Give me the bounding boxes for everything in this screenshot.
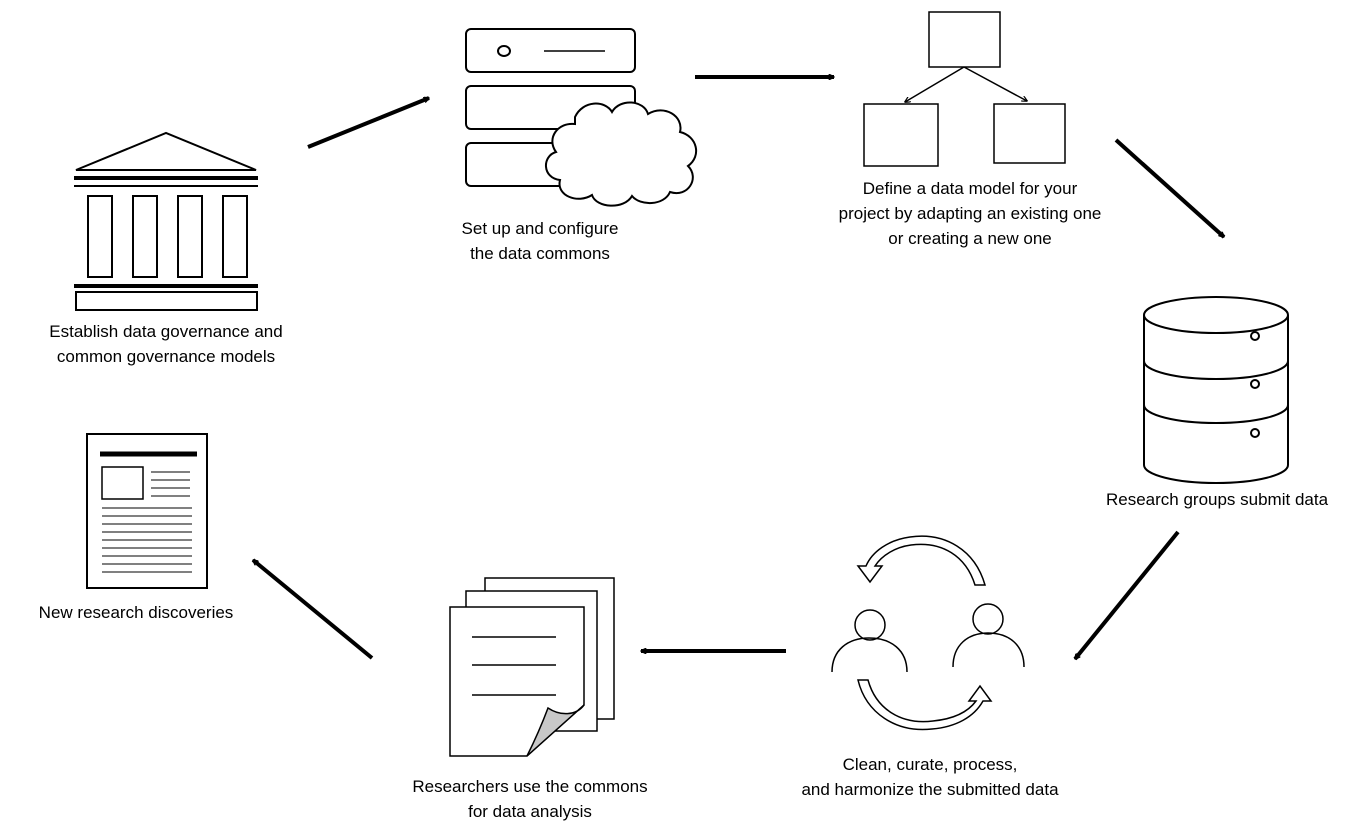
label-analyze-line2: for data analysis: [468, 802, 592, 821]
label-discover-line1: New research discoveries: [38, 603, 234, 622]
server-cloud-icon: [465, 28, 698, 207]
label-analyze-line1: Researchers use the commons: [412, 777, 648, 796]
arrow-governance-to-setup: [307, 96, 429, 149]
paper-icon: [86, 433, 208, 589]
label-model: Define a data model for your project by …: [790, 176, 1150, 251]
label-clean-line2: and harmonize the submitted data: [801, 780, 1059, 799]
label-submit-line1: Research groups submit data: [1105, 490, 1329, 509]
building-icon: [74, 131, 258, 311]
label-analyze: Researchers use the commons for data ana…: [370, 774, 690, 824]
label-setup: Set up and configure the data commons: [440, 216, 640, 266]
label-clean-line1: Clean, curate, process,: [842, 755, 1018, 774]
label-model-line2: project by adapting an existing one: [838, 204, 1102, 223]
label-clean: Clean, curate, process, and harmonize th…: [740, 752, 1120, 802]
label-governance-line2: common governance models: [56, 347, 276, 366]
label-model-line1: Define a data model for your: [862, 179, 1078, 198]
label-model-line3: or creating a new one: [888, 229, 1052, 248]
database-icon: [1143, 296, 1289, 484]
label-discover: New research discoveries: [0, 600, 272, 625]
label-governance: Establish data governance and common gov…: [0, 319, 332, 369]
documents-icon: [449, 577, 615, 757]
label-governance-line1: Establish data governance and: [49, 322, 283, 341]
data-model-tree-icon: [863, 11, 1066, 167]
people-cycle-icon: [831, 535, 1025, 731]
label-setup-line2: the data commons: [470, 244, 610, 263]
arrow-submit-to-clean: [1073, 530, 1180, 659]
arrow-model-to-submit: [1114, 138, 1224, 239]
label-submit: Research groups submit data: [1070, 487, 1364, 512]
arrow-analyze-to-discover: [253, 558, 374, 660]
label-setup-line1: Set up and configure: [461, 219, 619, 238]
